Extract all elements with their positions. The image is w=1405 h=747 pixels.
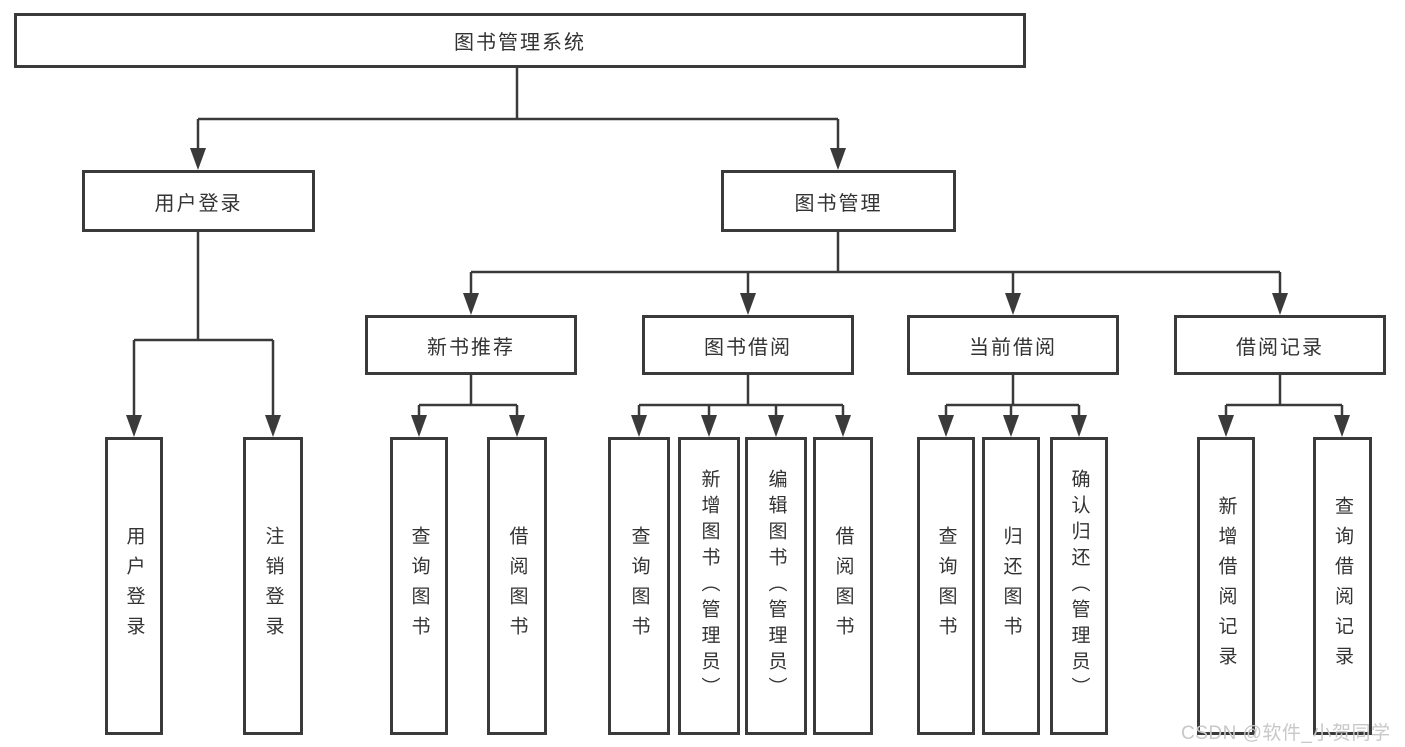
- node-book-borrow-label: 图书借阅: [704, 336, 792, 359]
- node-book-management: 图书管理: [721, 170, 956, 232]
- leaf-user-login-label: 用户登录: [123, 526, 145, 646]
- leaf-edit-books-admin: 编辑图书（管理员）: [745, 437, 807, 735]
- leaf-edit-books-admin-label: 编辑图书（管理员）: [765, 469, 787, 703]
- leaf-borrow-books-recommend: 借阅图书: [487, 437, 547, 735]
- leaf-borrow-books: 借阅图书: [813, 437, 873, 735]
- node-current-borrow: 当前借阅: [907, 315, 1119, 375]
- leaf-add-borrow-record: 新增借阅记录: [1197, 437, 1255, 735]
- node-root-system-label: 图书管理系统: [454, 32, 586, 54]
- node-user-login: 用户登录: [82, 170, 315, 232]
- leaf-query-books-borrow-label: 查询图书: [628, 526, 650, 646]
- leaf-query-borrow-record-label: 查询借阅记录: [1332, 496, 1353, 676]
- node-book-borrow: 图书借阅: [642, 315, 854, 375]
- leaf-borrow-books-recommend-label: 借阅图书: [506, 526, 528, 646]
- leaf-confirm-return-admin-label: 确认归还（管理员）: [1068, 469, 1090, 703]
- leaf-add-books-admin-label: 新增图书（管理员）: [698, 469, 720, 703]
- leaf-borrow-books-label: 借阅图书: [832, 526, 854, 646]
- node-current-borrow-label: 当前借阅: [969, 336, 1057, 359]
- leaf-user-login: 用户登录: [105, 437, 163, 735]
- leaf-query-books-current-label: 查询图书: [935, 526, 957, 646]
- leaf-return-books: 归还图书: [982, 437, 1040, 735]
- node-book-management-label: 图书管理: [794, 192, 883, 215]
- node-new-book-recommend-label: 新书推荐: [427, 336, 515, 359]
- node-user-login-label: 用户登录: [154, 192, 243, 215]
- node-borrow-records: 借阅记录: [1174, 315, 1386, 375]
- leaf-add-books-admin: 新增图书（管理员）: [678, 437, 740, 735]
- leaf-query-books-current: 查询图书: [917, 437, 975, 735]
- leaf-query-books-recommend-label: 查询图书: [408, 526, 430, 646]
- leaf-return-books-label: 归还图书: [1000, 526, 1022, 646]
- leaf-query-books-borrow: 查询图书: [608, 437, 670, 735]
- leaf-add-borrow-record-label: 新增借阅记录: [1215, 496, 1237, 676]
- watermark: CSDN @软件_小贺同学: [1181, 723, 1391, 744]
- leaf-confirm-return-admin: 确认归还（管理员）: [1050, 437, 1108, 735]
- node-new-book-recommend: 新书推荐: [365, 315, 577, 375]
- leaf-logout-label: 注销登录: [262, 526, 284, 646]
- node-root-system: 图书管理系统: [14, 13, 1026, 68]
- leaf-logout: 注销登录: [243, 437, 303, 735]
- leaf-query-books-recommend: 查询图书: [390, 437, 448, 735]
- leaf-query-borrow-record: 查询借阅记录: [1313, 437, 1372, 735]
- node-borrow-records-label: 借阅记录: [1236, 336, 1324, 359]
